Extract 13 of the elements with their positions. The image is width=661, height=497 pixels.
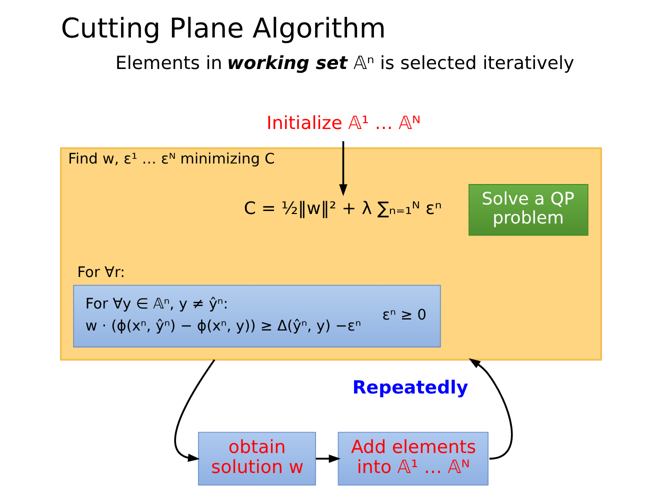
label: Elements in working set 𝔸ⁿ is selected iteratively xyxy=(114,53,574,74)
node-label: For ∀r: xyxy=(76,264,125,281)
node-text: Initialize 𝔸¹ … 𝔸ᴺ xyxy=(266,113,420,134)
node-box: obtain solution w xyxy=(197,432,316,486)
arrow xyxy=(468,358,512,460)
node-box: Solve a QP problem xyxy=(468,184,588,236)
node-text: C = ½‖w‖² + λ ∑ₙ₌₁ᴺ εⁿ xyxy=(243,199,442,220)
arrow xyxy=(315,454,340,463)
node-box: Add elements into 𝔸¹ … 𝔸ᴺ xyxy=(337,432,488,486)
arrow xyxy=(174,359,215,462)
diagram-title: Cutting Plane Algorithm xyxy=(60,13,386,44)
label: Repeatedly xyxy=(352,377,468,398)
arrow xyxy=(338,141,347,196)
